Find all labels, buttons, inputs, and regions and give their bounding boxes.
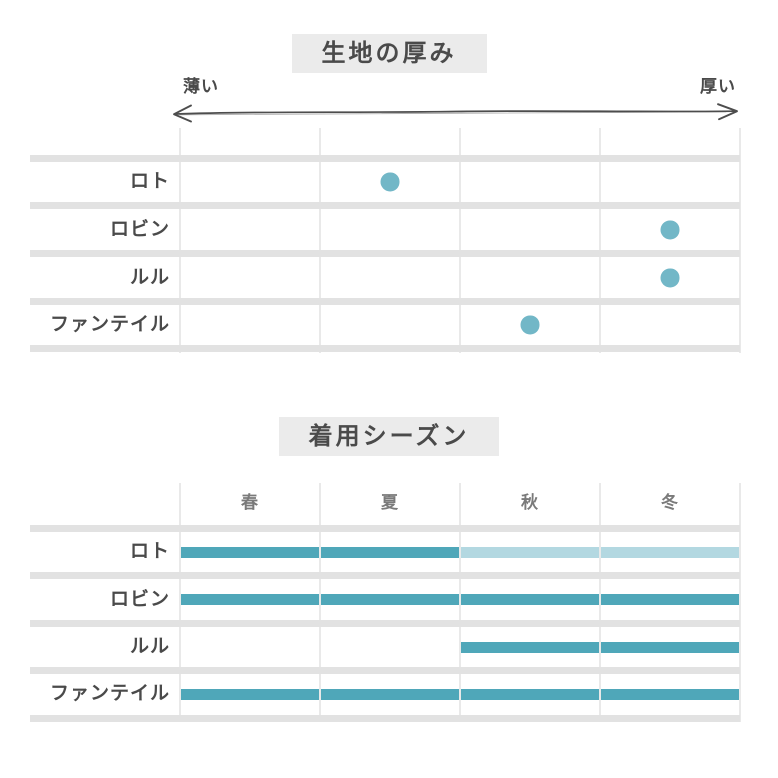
season-header-spring: 春 xyxy=(241,493,259,512)
season-bar-segment xyxy=(601,594,739,605)
thickness-title-wrap: 生地の厚み xyxy=(0,34,778,73)
row-label-fantail: ファンテイル xyxy=(49,683,170,704)
grid-band xyxy=(30,298,740,305)
season-bar-segment xyxy=(601,689,739,700)
row-label-roto: ロト xyxy=(129,171,170,192)
grid-band xyxy=(30,155,740,162)
season-bar-segment xyxy=(181,689,319,700)
season-bar-segment xyxy=(181,547,319,558)
scale-thin-label: 薄い xyxy=(183,77,219,96)
grid-band xyxy=(30,620,740,627)
season-bar-segment xyxy=(321,689,459,700)
thickness-dot-fantail xyxy=(520,315,540,335)
grid-vline xyxy=(739,483,741,722)
season-chart-title: 着用シーズン xyxy=(278,417,500,456)
grid-vline xyxy=(459,483,461,722)
season-bar-segment xyxy=(461,689,599,700)
thickness-dot-lulu xyxy=(660,268,680,288)
grid-vline xyxy=(179,128,181,353)
row-label-lulu: ルル xyxy=(129,267,170,288)
season-header-summer: 夏 xyxy=(381,493,399,512)
double-arrow-icon xyxy=(173,103,738,123)
season-header-winter: 冬 xyxy=(661,493,679,512)
row-label-robin: ロビン xyxy=(109,589,170,610)
season-bar-segment xyxy=(321,547,459,558)
season-bar-segment xyxy=(461,594,599,605)
thickness-dot-robin xyxy=(660,220,680,240)
row-label-roto: ロト xyxy=(129,541,170,562)
grid-band xyxy=(30,715,740,722)
grid-vline xyxy=(319,128,321,353)
season-bar-roto xyxy=(180,547,740,558)
season-header-autumn: 秋 xyxy=(521,493,539,512)
season-bar-segment xyxy=(461,547,599,558)
row-label-robin: ロビン xyxy=(109,219,170,240)
season-bar-robin xyxy=(180,594,740,605)
grid-vline xyxy=(319,483,321,722)
grid-vline xyxy=(459,128,461,353)
season-bar-lulu xyxy=(180,642,740,653)
season-bar-fantail xyxy=(180,689,740,700)
row-label-lulu: ルル xyxy=(129,636,170,657)
row-label-fantail: ファンテイル xyxy=(49,314,170,335)
grid-band xyxy=(30,572,740,579)
grid-vline xyxy=(599,483,601,722)
thickness-dot-roto xyxy=(380,172,400,192)
grid-vline xyxy=(599,128,601,353)
season-bar-segment xyxy=(601,547,739,558)
season-bar-segment xyxy=(181,594,319,605)
season-bar-segment xyxy=(461,642,599,653)
grid-band xyxy=(30,525,740,532)
thickness-chart-title: 生地の厚み xyxy=(291,34,487,73)
scale-thick-label: 厚い xyxy=(700,77,736,96)
grid-band xyxy=(30,345,740,352)
grid-band xyxy=(30,667,740,674)
season-title-wrap: 着用シーズン xyxy=(0,417,778,456)
grid-band xyxy=(30,250,740,257)
season-bar-segment xyxy=(321,594,459,605)
grid-vline xyxy=(179,483,181,722)
grid-band xyxy=(30,202,740,209)
season-bar-segment xyxy=(601,642,739,653)
grid-vline xyxy=(739,128,741,353)
